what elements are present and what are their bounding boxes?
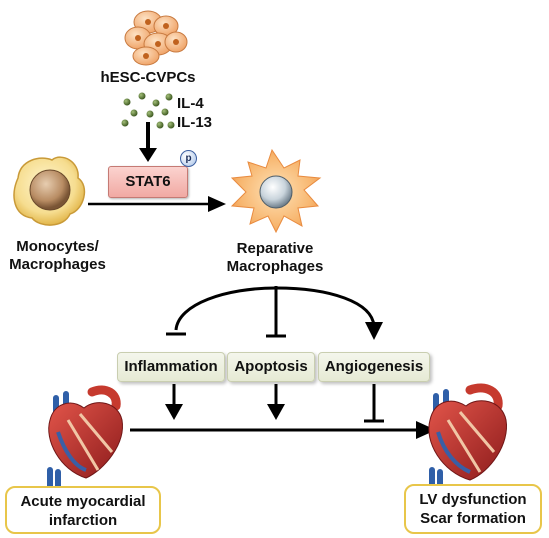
monocytes-label-line2: Macrophages	[9, 256, 106, 273]
outcome-left-box: Acute myocardial infarction	[5, 486, 161, 534]
branch-angiogenesis-curve	[275, 286, 376, 327]
apoptosis-down-head	[267, 404, 285, 420]
inflammation-down-head	[165, 404, 183, 420]
outcome-left-line1: Acute myocardial	[20, 493, 146, 510]
cytokine-dots-icon	[121, 92, 175, 129]
reparative-label-line1: Reparative	[236, 240, 314, 257]
source-label: hESC-CVPCs	[100, 69, 196, 86]
angiogenesis-box: Angiogenesis	[318, 352, 430, 382]
monocytes-label-line1: Monocytes/	[16, 238, 99, 255]
arrow-to-reparative-head	[208, 196, 226, 212]
heart-failure-right-icon	[428, 383, 507, 499]
reparative-label-line2: Macrophages	[226, 258, 324, 275]
inflammation-box: Inflammation	[117, 352, 225, 382]
outcome-left-line2: infarction	[48, 512, 118, 529]
monocytes-label: Monocytes/ Macrophages	[0, 238, 115, 274]
promote-angiogenesis-head	[365, 322, 383, 340]
apoptosis-box: Apoptosis	[227, 352, 315, 382]
phospho-badge: p	[180, 150, 197, 167]
stat6-box: STAT6	[108, 166, 188, 198]
outcome-right-line2: Scar formation	[420, 510, 526, 527]
progression-arrow-head	[416, 421, 436, 439]
cytokine-il4-label: IL-4	[177, 95, 204, 112]
hesc-cell-cluster-icon	[124, 10, 188, 66]
reparative-label: Reparative Macrophages	[215, 240, 335, 276]
arrow-to-stat6-head	[139, 148, 157, 162]
monocyte-cell-icon	[13, 156, 86, 226]
reparative-macrophage-icon	[230, 148, 322, 234]
outcome-right-box: LV dysfunction Scar formation	[404, 484, 542, 534]
outcome-right-line1: LV dysfunction	[419, 491, 527, 508]
branch-inflammation-curve	[174, 286, 277, 331]
cytokine-il13-label: IL-13	[177, 114, 213, 131]
heart-infarct-left-icon	[47, 385, 123, 497]
